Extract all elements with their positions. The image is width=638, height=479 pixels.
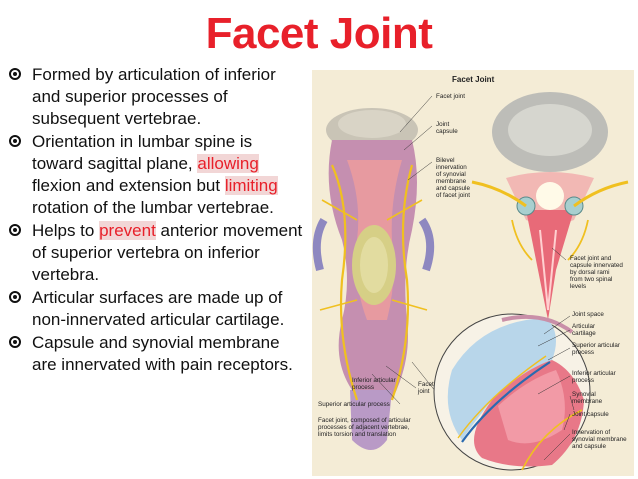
label-inferior-process-1: Inferior articular xyxy=(572,370,616,377)
label-facet-capsule-5: levels xyxy=(570,283,586,290)
label-innervation-3: and capsule xyxy=(572,443,606,450)
bullet-text: Helps to xyxy=(32,221,100,240)
label-innervation-2: synovial membrane xyxy=(572,436,627,443)
label-facet-capsule-4: from two spinal xyxy=(570,276,612,283)
label-articular-cartilage-1: Articular xyxy=(572,323,595,330)
caption-line-3: limits torsion and translation xyxy=(318,431,397,438)
label-superior-articular-left: Superior articular process xyxy=(318,401,390,408)
highlighted-word: allowing xyxy=(197,154,259,173)
target-bullet-icon xyxy=(9,336,21,348)
bullet-item: Formed by articulation of inferior and s… xyxy=(8,64,304,130)
label-bilevel-1: Bilevel xyxy=(436,157,455,164)
bullet-text: Formed by articulation of inferior and s… xyxy=(32,65,276,128)
highlighted-word: prevent xyxy=(99,221,156,240)
label-bilevel-4: membrane xyxy=(436,178,467,185)
magnified-facet-joint xyxy=(433,313,591,471)
target-bullet-icon xyxy=(9,291,21,303)
highlighted-word: limiting xyxy=(224,176,278,195)
spine-posterior-view xyxy=(312,108,435,450)
label-joint-capsule-right: Joint capsule xyxy=(572,411,609,418)
label-joint-space: Joint space xyxy=(572,311,604,318)
bullet-text: flexion and extension but xyxy=(32,176,225,195)
figure-title: Facet Joint xyxy=(452,75,495,84)
label-bilevel-3: of synovial xyxy=(436,171,466,178)
slide-title: Facet Joint xyxy=(205,9,433,58)
bullet-list: Formed by articulation of inferior and s… xyxy=(8,64,304,377)
label-facet-joint-left-2: joint xyxy=(417,388,430,395)
target-bullet-icon xyxy=(9,224,21,236)
label-inferior-process-2: process xyxy=(572,377,594,384)
label-facet-capsule-2: capsule innervated xyxy=(570,262,623,269)
label-bilevel-5: and capsule xyxy=(436,185,470,192)
bullet-item: Capsule and synovial membrane are innerv… xyxy=(8,332,304,376)
label-facet-capsule-3: by dorsal rami xyxy=(570,269,610,276)
label-joint-capsule-1: Joint xyxy=(436,121,450,128)
caption-line-2: processes of adjacent vertebrae, xyxy=(318,424,410,431)
caption-line-1: Facet joint, composed of articular xyxy=(318,417,411,424)
label-joint-capsule-2: capsule xyxy=(436,128,458,135)
bullet-item: Helps to prevent anterior movement of su… xyxy=(8,220,304,286)
bullet-item: Orientation in lumbar spine is toward sa… xyxy=(8,131,304,219)
label-superior-process-2: process xyxy=(572,349,594,356)
label-bilevel-2: innervation xyxy=(436,164,467,171)
vertebra-top-view xyxy=(471,92,629,320)
bullet-text: anterior movement of superior vertebra o… xyxy=(32,221,303,284)
target-bullet-icon xyxy=(9,68,21,80)
bullet-text: Capsule and synovial membrane are innerv… xyxy=(32,333,293,374)
bullet-text: Orientation in lumbar spine is toward sa… xyxy=(32,132,253,173)
target-bullet-icon xyxy=(9,135,21,147)
bullet-text: rotation of the lumbar vertebrae. xyxy=(32,198,274,217)
label-facet-joint-left-1: Facet xyxy=(418,381,434,388)
label-bilevel-6: of facet joint xyxy=(436,192,470,199)
label-innervation-1: Innervation of xyxy=(572,429,610,436)
label-facet-joint: Facet joint xyxy=(436,93,465,100)
bullet-text: Articular surfaces are made up of non-in… xyxy=(32,288,285,329)
label-synovial-membrane-1: Synovial xyxy=(572,391,596,398)
label-articular-cartilage-2: cartilage xyxy=(572,330,596,337)
facet-joint-illustration: Facet Joint Facet joint Joint capsule Bi… xyxy=(312,70,634,476)
label-inferior-articular-left-1: Inferior articular xyxy=(352,377,396,384)
label-superior-process-1: Superior articular xyxy=(572,342,620,349)
label-facet-capsule-1: Facet joint and xyxy=(570,255,612,262)
label-inferior-articular-left-2: process xyxy=(352,384,374,391)
bullet-item: Articular surfaces are made up of non-in… xyxy=(8,287,304,331)
label-synovial-membrane-2: membrane xyxy=(572,398,603,405)
